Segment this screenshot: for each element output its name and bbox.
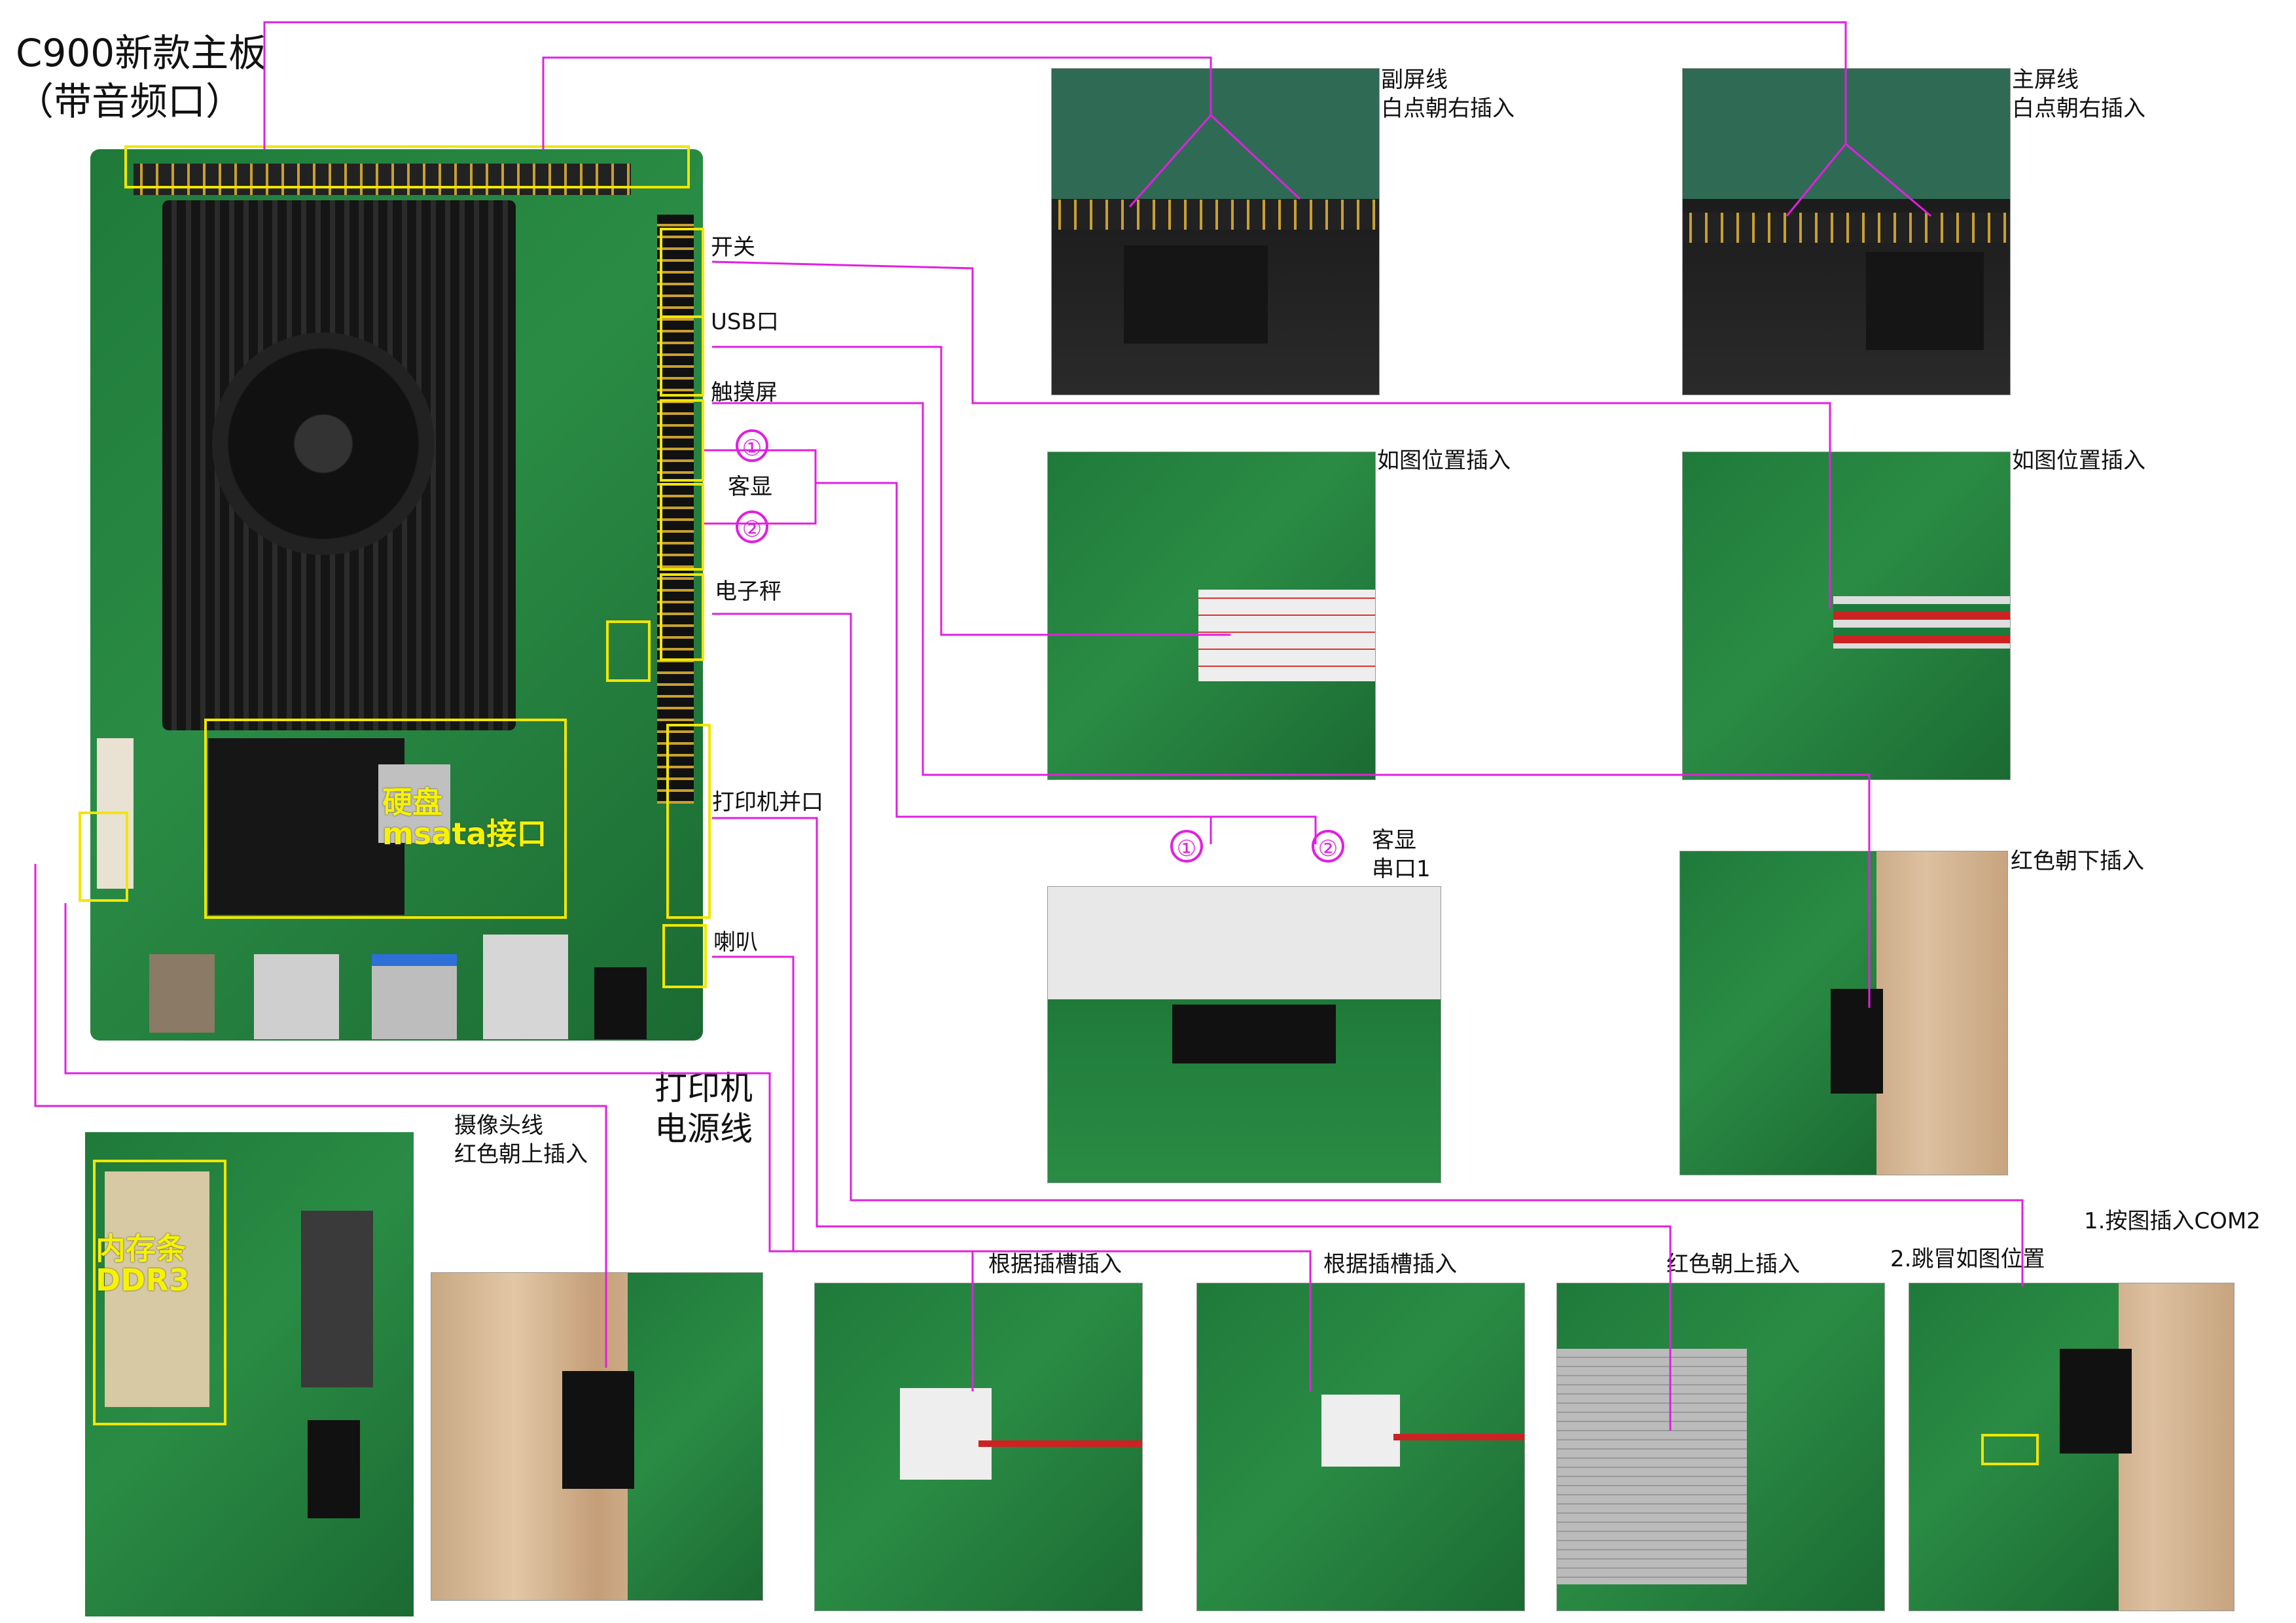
speaker-label: 喇叭 bbox=[713, 929, 758, 955]
red-down-photo bbox=[1679, 851, 2008, 1175]
right-pin-headers bbox=[657, 215, 694, 804]
com2-step1-caption: 1.按图插入COM2 bbox=[2084, 1208, 2261, 1234]
com2-photo bbox=[1909, 1283, 2234, 1611]
camera-caption: 摄像头线 红色朝上插入 bbox=[454, 1113, 588, 1168]
jumper-highlight bbox=[606, 620, 651, 682]
hdd-label: 硬盘 msata接口 bbox=[382, 785, 547, 851]
as-shown-photo-1 bbox=[1047, 452, 1376, 780]
photo-header bbox=[1052, 200, 1379, 230]
touch-highlight bbox=[660, 399, 704, 482]
connector bbox=[1831, 989, 1883, 1094]
customer-display-label: 客显 bbox=[728, 474, 772, 500]
line-printer-power bbox=[64, 903, 974, 1391]
line-sub-screen bbox=[542, 56, 1212, 149]
cpu-fan bbox=[212, 332, 435, 555]
red-wire bbox=[978, 1440, 1142, 1447]
as-shown-caption-1: 如图位置插入 bbox=[1377, 448, 1511, 474]
line-switch bbox=[711, 260, 1831, 609]
usb-label: USB口 bbox=[711, 309, 779, 335]
sim-slot bbox=[378, 764, 450, 843]
camera-highlight bbox=[79, 812, 128, 902]
chips bbox=[301, 1211, 373, 1387]
scale-highlight bbox=[660, 573, 704, 661]
printer-parallel-label: 打印机并口 bbox=[712, 789, 823, 815]
hdd-highlight bbox=[204, 719, 567, 919]
audio-jack bbox=[594, 967, 647, 1039]
connector bbox=[562, 1371, 634, 1489]
connector bbox=[900, 1388, 992, 1480]
line-scale bbox=[712, 613, 2024, 1287]
line-speaker bbox=[712, 955, 1312, 1391]
camera-photo bbox=[431, 1272, 763, 1601]
line-cd-to-serial-2 bbox=[1211, 815, 1317, 844]
tape bbox=[1866, 252, 1984, 350]
lan-port bbox=[483, 935, 568, 1039]
com2-step2-caption: 2.跳冒如图位置 bbox=[1890, 1246, 2045, 1272]
board-title-line2: （带音频口） bbox=[16, 79, 244, 124]
cd-highlight bbox=[660, 483, 704, 571]
cable bbox=[1833, 596, 2010, 649]
m2-slot bbox=[308, 1420, 360, 1518]
customer-serial-caption: 客显 串口1 bbox=[1372, 827, 1431, 882]
slot-photo-1 bbox=[814, 1283, 1143, 1611]
line-sub-screen-a bbox=[1128, 115, 1212, 207]
printer-parallel-highlight bbox=[666, 724, 711, 919]
slot-photo-2 bbox=[1196, 1283, 1525, 1611]
touch-label: 触摸屏 bbox=[711, 380, 778, 406]
line-sub-screen-b bbox=[1210, 114, 1301, 200]
line-touch bbox=[712, 402, 1871, 1008]
line-main-screen-b bbox=[1845, 143, 1931, 217]
serial-marker-one: ① bbox=[1170, 830, 1203, 863]
board-title: C900新款主板 （带音频口） bbox=[16, 29, 266, 126]
usb-port-1 bbox=[254, 954, 339, 1039]
marker-two: ② bbox=[736, 510, 768, 543]
line-cd bbox=[704, 449, 817, 525]
customer-serial-photo bbox=[1047, 886, 1441, 1183]
line-main-screen bbox=[263, 21, 1847, 149]
connector bbox=[2060, 1349, 2132, 1454]
usb-highlight bbox=[660, 315, 704, 397]
jumper-highlight bbox=[1981, 1434, 2039, 1465]
memory-label: 内存条 DDR3 bbox=[96, 1231, 190, 1298]
line-camera bbox=[34, 864, 607, 1368]
dc-jack bbox=[149, 954, 215, 1033]
msata-slot bbox=[208, 738, 404, 915]
sub-screen-caption: 副屏线 白点朝右插入 bbox=[1381, 67, 1515, 122]
ddr3-highlight bbox=[93, 1160, 226, 1425]
main-board-photo bbox=[90, 149, 703, 1041]
speaker-highlight bbox=[662, 924, 707, 988]
marker-one: ① bbox=[736, 429, 768, 462]
ribbon-cable bbox=[1557, 1349, 1747, 1584]
slot-caption-1: 根据插槽插入 bbox=[988, 1251, 1122, 1277]
pcb-part bbox=[628, 1273, 762, 1600]
red-up-caption: 红色朝上插入 bbox=[1666, 1251, 1800, 1277]
red-down-caption: 红色朝下插入 bbox=[2011, 848, 2144, 874]
line-main-screen-a bbox=[1785, 143, 1847, 217]
photo-header bbox=[1683, 213, 2010, 243]
sub-screen-photo bbox=[1051, 68, 1380, 395]
line-cd-to-serial bbox=[816, 482, 1212, 844]
as-shown-photo-2 bbox=[1682, 452, 2011, 780]
board-title-line1: C900新款主板 bbox=[16, 31, 267, 75]
top-header-pins bbox=[134, 164, 631, 195]
connector bbox=[1321, 1395, 1400, 1467]
main-screen-caption: 主屏线 白点朝右插入 bbox=[2012, 67, 2145, 122]
printer-power-label: 打印机 电源线 bbox=[655, 1069, 753, 1148]
ddr3-slot bbox=[105, 1171, 209, 1407]
red-up-photo bbox=[1556, 1283, 1885, 1611]
tape bbox=[1124, 245, 1268, 344]
slot-caption-2: 根据插槽插入 bbox=[1323, 1251, 1457, 1277]
memory-board-photo bbox=[85, 1132, 414, 1616]
switch-label: 开关 bbox=[711, 234, 755, 260]
connector bbox=[1172, 1005, 1336, 1063]
serial-marker-two: ② bbox=[1312, 830, 1344, 863]
scale-label: 电子秤 bbox=[715, 579, 781, 605]
usb3-port bbox=[372, 954, 457, 1039]
line-printer-parallel bbox=[712, 817, 1672, 1431]
red-wire bbox=[1393, 1434, 1524, 1440]
top-header-highlight bbox=[124, 145, 690, 188]
as-shown-caption-2: 如图位置插入 bbox=[2012, 448, 2145, 474]
line-usb bbox=[712, 346, 1230, 636]
